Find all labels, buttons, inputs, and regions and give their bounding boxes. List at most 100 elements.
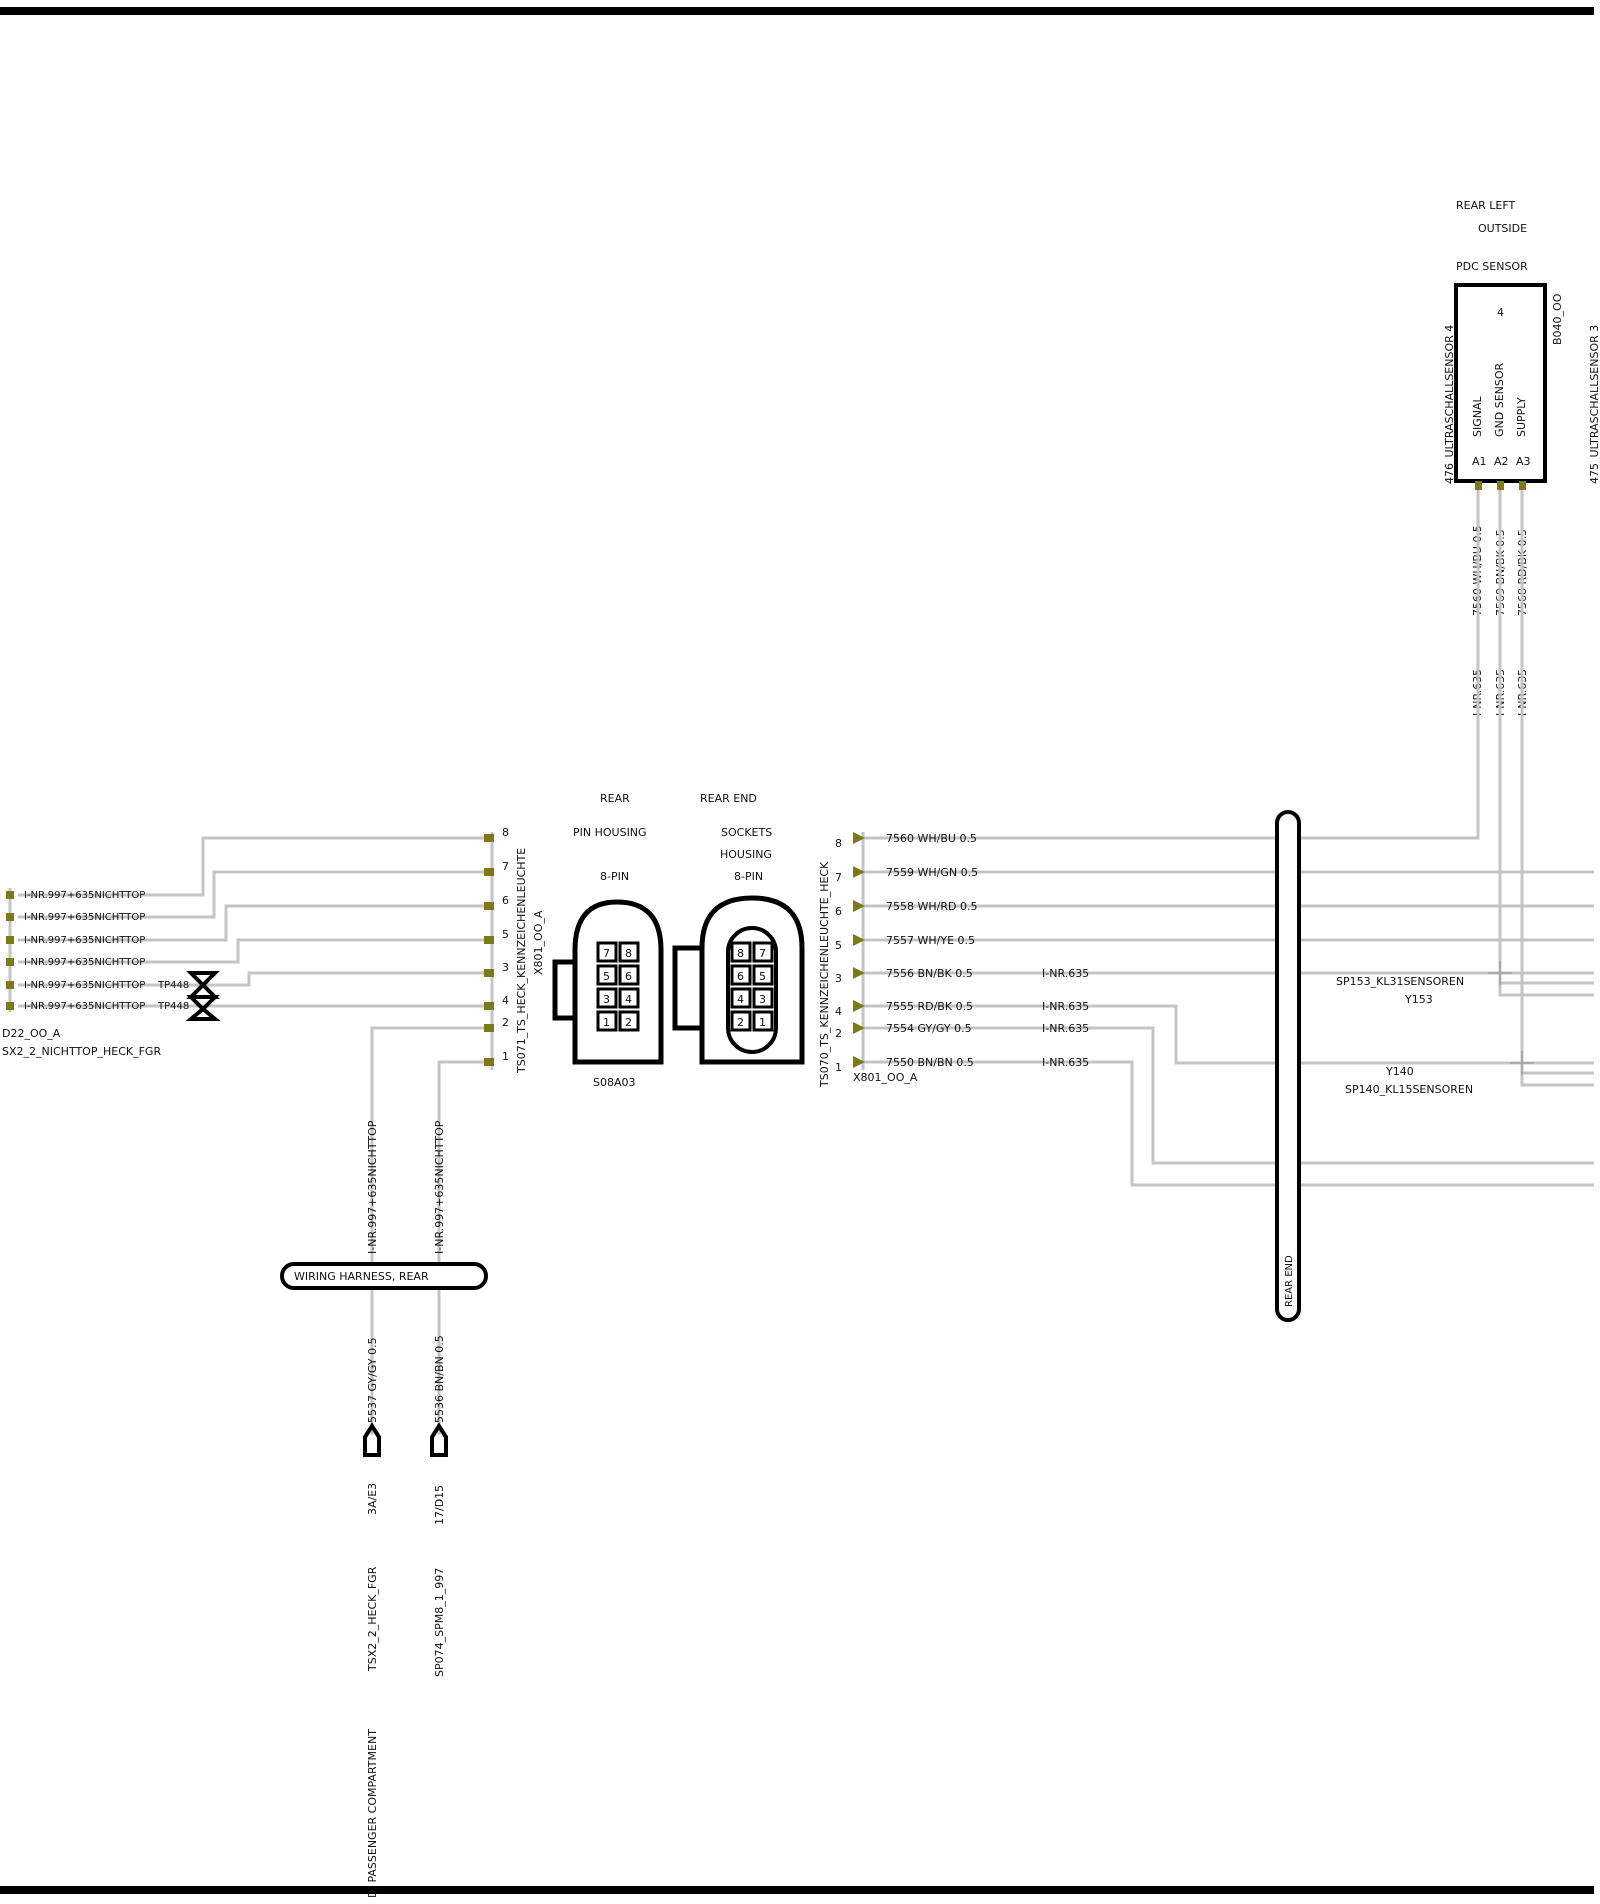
right-pin-marker: [853, 866, 865, 878]
sensor-pin-a3-id: A3: [1516, 455, 1531, 468]
left-pin-marker: [484, 1002, 494, 1010]
housing-cavity: [596, 987, 618, 1009]
sensor-title-1: REAR LEFT: [1456, 199, 1515, 212]
right-connector[interactable]: TS070_TS_KENNZEICHENLEUCHTE_HECK X801_OO…: [818, 832, 1089, 1088]
splice-y140-label: Y140: [1385, 1065, 1414, 1078]
left-wire-2: [370, 1026, 488, 1435]
splice-y153-label: Y153: [1404, 993, 1433, 1006]
housing-cavity-number: 8: [737, 947, 744, 960]
sensor-pin-a2-id: A2: [1494, 455, 1509, 468]
right-inr-label: I-NR.635: [1042, 1056, 1089, 1069]
right-wire-label: 7554 GY/GY 0.5: [886, 1022, 972, 1035]
sockets-housing-title-3: HOUSING: [720, 848, 772, 861]
housing-cavity-number: 8: [625, 947, 632, 960]
left-pin-marker: [484, 868, 494, 876]
wire-7568-riser: [1520, 490, 1594, 1087]
sensor-right-label: 475_ULTRASCHALLSENSOR 3: [1588, 325, 1600, 484]
right-pin-marker: [853, 1056, 865, 1068]
left-wire-3: [18, 971, 488, 987]
tp-label: TP448: [157, 980, 189, 991]
bottom-line-1-wire: 5537 GY/GY 0.5: [366, 1337, 379, 1423]
housing-cavity: [618, 1010, 640, 1032]
housing-cavity-number: 5: [759, 970, 766, 983]
pin-housing-latch: [552, 959, 575, 1021]
bottom-border: [0, 1886, 1594, 1894]
housing-cavity: [730, 1010, 752, 1032]
harness-label: WIRING HARNESS, REAR: [294, 1270, 429, 1283]
right-inr-label: I-NR.635: [1042, 967, 1089, 980]
far-left-line-label: I-NR.997+635NICHTTOP: [24, 890, 145, 901]
right-pin-marker: [853, 1022, 865, 1034]
right-wire-label: 7550 BN/BN 0.5: [886, 1056, 974, 1069]
sensor-pin-a3-name: SUPPLY: [1515, 397, 1528, 437]
sockets-housing-title-1: REAR END: [700, 792, 757, 805]
housing-cavity: [752, 941, 774, 963]
far-left-pin-marker: [6, 981, 14, 989]
right-wire-label: 7560 WH/BU 0.5: [886, 832, 977, 845]
right-pin-marker: [853, 832, 865, 844]
bottom-line-1-dest: D, PASSENGER COMPARTMENT: [366, 1729, 379, 1898]
tp-label: TP448: [157, 1001, 189, 1012]
bottom-line-2-name: SP074_SPM8_1_997: [433, 1568, 446, 1677]
harness-box: [280, 1262, 488, 1290]
sensor-left-label: 476_ULTRASCHALLSENSOR 4: [1443, 325, 1456, 484]
far-left-pin-marker: [6, 1002, 14, 1010]
left-connector-ref: TS071_TS_HECK_KENNZEICHENLEUCHTE: [515, 848, 528, 1074]
housing-cavity-number: 2: [625, 1016, 632, 1029]
left-connector[interactable]: TS071_TS_HECK_KENNZEICHENLEUCHTE X801_OO…: [484, 826, 545, 1074]
left-pin-number: 4: [502, 994, 509, 1007]
far-left-line-label: I-NR.997+635NICHTTOP: [24, 957, 145, 968]
bottom-line-1-ref: 3A/E3: [366, 1483, 379, 1515]
right-inr-label: I-NR.635: [1042, 1000, 1089, 1013]
left-pin-marker: [484, 834, 494, 842]
right-connector-ref: TS070_TS_KENNZEICHENLEUCHTE_HECK: [818, 861, 831, 1088]
right-pin-number: 5: [835, 939, 842, 952]
right-pin-number: 4: [835, 1005, 842, 1018]
housing-cavity: [752, 987, 774, 1009]
bottom-line-1[interactable]: I-NR.997+635NICHTTOP 5537 GY/GY 0.5 3A/E…: [363, 1120, 381, 1898]
wire-7569-riser: [1498, 490, 1594, 997]
sensor-pin-a1-id: A1: [1472, 455, 1487, 468]
far-left-pin-marker: [6, 958, 14, 966]
far-left-pin-marker: [6, 891, 14, 899]
pin-housing-title-2: PIN HOUSING: [573, 826, 647, 839]
housing-cavity: [618, 964, 640, 986]
sensor-title-3: PDC SENSOR: [1456, 260, 1528, 273]
housing-cavity: [730, 941, 752, 963]
right-connector-ref2: X801_OO_A: [853, 1071, 918, 1084]
sockets-housing-latch: [672, 945, 702, 1031]
rear-end-label: REAR END: [1284, 1255, 1295, 1307]
tp448-symbol: [185, 971, 221, 1021]
pin-housing-title-3: 8-PIN: [600, 870, 629, 883]
bottom-line-1-arrow: [363, 1422, 381, 1457]
left-pin-marker: [484, 1024, 494, 1032]
rear-end-bar: [1275, 810, 1301, 1322]
right-pin-marker: [853, 900, 865, 912]
housing-cavity-number: 6: [737, 970, 744, 983]
housing-cavity-number: 4: [737, 993, 744, 1006]
housing-cavity-number: 7: [759, 947, 766, 960]
pdc-sensor[interactable]: REAR LEFT OUTSIDE PDC SENSOR 4 B040_OO 4…: [1443, 199, 1600, 490]
bottom-line-2-inr: I-NR.997+635NICHTTOP: [433, 1120, 446, 1254]
bottom-line-2-wire: 5536 BN/BN 0.5: [433, 1335, 446, 1423]
housing-cavity-number: 6: [625, 970, 632, 983]
right-wire-label: 7557 WH/YE 0.5: [886, 934, 975, 947]
bottom-line-2[interactable]: I-NR.997+635NICHTTOP 5536 BN/BN 0.5 17/D…: [430, 1120, 448, 1677]
housing-cavity: [752, 964, 774, 986]
right-pin-number: 3: [835, 972, 842, 985]
housing-cavity-number: 4: [625, 993, 632, 1006]
tp448-lower: [185, 995, 221, 1021]
left-pin-number: 6: [502, 894, 509, 907]
right-wire-label: 7556 BN/BK 0.5: [886, 967, 973, 980]
housing-cavity: [596, 964, 618, 986]
far-left-pin-marker: [6, 913, 14, 921]
right-pin-number: 7: [835, 871, 842, 884]
pin-housing-title-1: REAR: [600, 792, 630, 805]
left-wire-5: [18, 938, 488, 964]
